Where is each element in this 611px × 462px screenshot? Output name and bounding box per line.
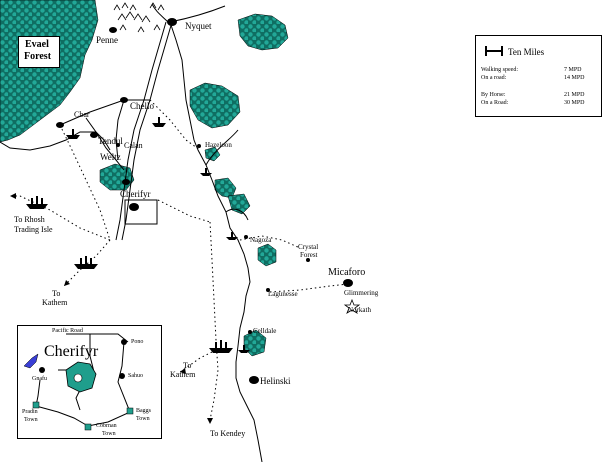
label-to-kendey: To Kendey (210, 429, 246, 438)
place-label-celldale: Celldale (253, 327, 277, 335)
ship-icon (238, 345, 250, 353)
chello-marker (120, 97, 128, 103)
place-label-weltz: Weltz (100, 152, 121, 162)
inset-label-pradin: Pradin (22, 409, 38, 415)
forest-hazeloon (204, 146, 221, 162)
legend-row-value: 7 MPD (564, 67, 582, 73)
ship-icon (226, 232, 238, 240)
micaforo-marker (343, 279, 353, 287)
rivers (151, 3, 263, 462)
arrow-west-icon (10, 193, 16, 199)
arrow-south-icon (207, 418, 213, 424)
place-label-hazeloon: Hazeloon (205, 141, 232, 149)
inset-label-sahuo: Sahuo (128, 373, 143, 379)
place-label-chello: Chello (130, 101, 154, 111)
calan-marker (116, 143, 120, 147)
coastline (0, 131, 111, 151)
inset-label-gnafu: Gnafu (32, 376, 47, 382)
legend-row-label: On a road: (481, 75, 507, 81)
label-to-rhosh: To Rhosh (14, 215, 45, 224)
place-label-lagunesse: Lagunesse (268, 290, 298, 298)
hazeloon-marker (197, 144, 201, 148)
roads (59, 21, 173, 241)
place-label-tendul: Tendul (98, 136, 123, 146)
place-label-cbar: Cbar (74, 110, 90, 119)
place-label-crystal-forest-line1: Crystal (298, 243, 319, 251)
label-to-kathem-east-line2: Kathem (170, 370, 196, 379)
legend-row-label: On a Road: (481, 100, 509, 106)
ship-icon (200, 168, 212, 176)
label-to-kathem-west-line2: Kathem (42, 298, 68, 307)
evael-forest-label-box (18, 36, 60, 68)
label-to-kathem-west-line1: To (52, 289, 61, 298)
direction-arrows (10, 193, 213, 424)
nyquet-marker (167, 18, 177, 26)
forest-weltz (99, 163, 135, 191)
inset-label-baggs: Baggs (136, 408, 151, 414)
nagoza-marker (244, 235, 248, 239)
forest-northeast (237, 13, 289, 51)
ship-icon (152, 117, 166, 127)
place-label-calan: Calan (124, 141, 143, 150)
inset-label-cobman: Cobrnan (96, 423, 117, 429)
evael-forest-label-line1: Evael (25, 39, 49, 50)
lagunesse-marker (266, 288, 270, 292)
arrow-southwest-icon (64, 280, 70, 286)
celldale-marker (248, 330, 252, 334)
penne-marker (109, 27, 117, 33)
label-trading-isle: Trading Isle (14, 225, 53, 234)
weltz-marker (122, 179, 130, 185)
legend-title: Ten Miles (508, 47, 545, 57)
inset-label-pono: Pono (131, 339, 144, 345)
helinski-marker (249, 376, 259, 384)
trails (10, 99, 349, 421)
cherifyr-inset-map: Cherifyr Pacific Road Pono Gnafu Sahuo P… (17, 325, 162, 439)
legend-row-value: 21 MPD (564, 92, 585, 98)
inset-label-cobman-town: Town (102, 431, 116, 437)
place-label-nyquet: Nyquet (185, 21, 212, 31)
crystal-forest-marker (306, 258, 310, 262)
scale-bar-icon (485, 46, 503, 56)
inset-city-center (73, 373, 83, 383)
legend-row-label: Walking speed: (481, 67, 519, 73)
place-label-helinski: Helinski (260, 376, 291, 386)
legend-row-label: By Horse: (481, 92, 506, 98)
inset-label-pradin-town: Town (24, 417, 38, 423)
cbar-marker (56, 122, 64, 128)
evael-forest (0, 0, 99, 143)
legend-row-value: 30 MPD (564, 100, 585, 106)
inset-canvas (23, 333, 134, 431)
forest-east-central (189, 82, 241, 129)
ship-icon (66, 129, 80, 139)
place-label-glimmering: Glimmering (344, 289, 379, 297)
ship-icon (209, 340, 233, 353)
place-label-micaforo: Micaforo (328, 267, 366, 278)
forest-crystal (257, 243, 277, 267)
inset-markers (39, 339, 127, 379)
city-markers (56, 18, 353, 384)
inset-label-pacific-road: Pacific Road (52, 328, 83, 334)
ship-icon (74, 256, 98, 269)
label-to-kathem-east-line1: To (183, 361, 192, 370)
legend-row-value: 14 MPD (564, 75, 585, 81)
place-label-crystal-forest-line2: Forest (300, 251, 318, 259)
place-label-cherifyr: Cherifyr (120, 189, 151, 199)
cherifyr-marker (129, 203, 139, 211)
inset-title: Cherifyr (44, 343, 99, 360)
tendul-marker (90, 132, 98, 138)
inset-town-squares (32, 401, 134, 431)
ship-icon (26, 196, 48, 209)
cherifyr-box (124, 199, 158, 225)
evael-forest-label-line2: Forest (24, 51, 52, 62)
place-label-norkath: Norkath (348, 306, 371, 314)
inset-label-baggs-town: Town (136, 416, 150, 422)
ship-icons (26, 117, 250, 353)
place-label-penne: Penne (96, 35, 118, 45)
arrow-west-icon (180, 368, 186, 374)
place-label-nagoza: Nagoza (250, 236, 272, 244)
norkath-star-icon (343, 298, 361, 314)
map-legend: Ten Miles Walking speed: 7 MPD On a road… (475, 35, 602, 117)
mountains (113, 2, 165, 33)
inset-blue-feature (23, 353, 39, 369)
